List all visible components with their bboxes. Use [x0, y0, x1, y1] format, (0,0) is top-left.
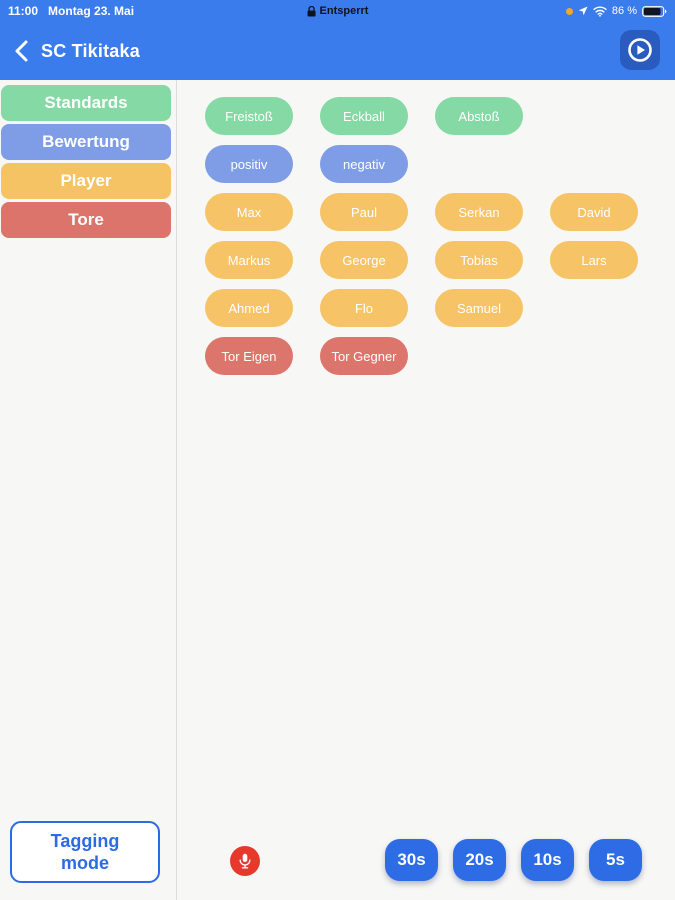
sidebar-item-standards[interactable]: Standards [1, 85, 171, 121]
back-button[interactable] [14, 40, 28, 62]
tag-row-tore: Tor Eigen Tor Gegner [205, 337, 675, 375]
status-bar: 11:00 Montag 23. Mai Entsperrt 86 % [0, 0, 675, 22]
tag-pill-george[interactable]: George [320, 241, 408, 279]
location-arrow-icon [578, 6, 588, 16]
tag-pill-tor-eigen[interactable]: Tor Eigen [205, 337, 293, 375]
date: Montag 23. Mai [48, 4, 135, 18]
tag-pill-ahmed[interactable]: Ahmed [205, 289, 293, 327]
tag-pill-tor-gegner[interactable]: Tor Gegner [320, 337, 408, 375]
tag-row-bewertung: positiv negativ [205, 145, 675, 183]
tag-pill-flo[interactable]: Flo [320, 289, 408, 327]
play-button[interactable] [620, 30, 660, 70]
sidebar-item-label: Bewertung [42, 132, 130, 151]
play-circle-icon [628, 38, 652, 62]
sidebar-divider [176, 80, 177, 900]
status-left: 11:00 Montag 23. Mai [8, 4, 134, 18]
lock-status: Entsperrt [307, 0, 369, 22]
tag-pill-lars[interactable]: Lars [550, 241, 638, 279]
sidebar-item-label: Player [60, 171, 112, 190]
tag-pill-serkan[interactable]: Serkan [435, 193, 523, 231]
tag-pill-tobias[interactable]: Tobias [435, 241, 523, 279]
tagging-mode-label: Tagging mode [50, 830, 120, 874]
timer-button-5s[interactable]: 5s [589, 839, 642, 881]
tag-pill-abstoss[interactable]: Abstoß [435, 97, 523, 135]
tag-row-player-1: Max Paul Serkan David [205, 193, 675, 231]
navigation-bar: SC Tikitaka [0, 22, 675, 80]
category-sidebar: Standards Bewertung Player Tore [1, 85, 171, 238]
tag-row-player-3: Ahmed Flo Samuel [205, 289, 675, 327]
tag-row-standards: Freistoß Eckball Abstoß [205, 97, 675, 135]
wifi-icon [593, 5, 607, 17]
tag-pill-negativ[interactable]: negativ [320, 145, 408, 183]
battery-percent-label: 86 % [611, 5, 637, 17]
tagging-mode-button[interactable]: Tagging mode [10, 821, 160, 883]
page-title: SC Tikitaka [41, 40, 140, 61]
tag-pill-area: Freistoß Eckball Abstoß positiv negativ … [177, 80, 675, 385]
microphone-icon [239, 853, 251, 869]
battery-icon [642, 5, 667, 17]
microphone-in-use-dot-icon [565, 7, 573, 15]
timer-button-group: 30s 20s 10s 5s [385, 839, 642, 881]
tag-pill-positiv[interactable]: positiv [205, 145, 293, 183]
timer-button-20s[interactable]: 20s [453, 839, 506, 881]
tag-pill-freistoss[interactable]: Freistoß [205, 97, 293, 135]
tag-pill-max[interactable]: Max [205, 193, 293, 231]
timer-button-10s[interactable]: 10s [521, 839, 574, 881]
tag-pill-markus[interactable]: Markus [205, 241, 293, 279]
lock-icon [307, 5, 316, 17]
microphone-button[interactable] [230, 846, 260, 876]
chevron-left-icon [15, 40, 28, 62]
tag-row-player-2: Markus George Tobias Lars [205, 241, 675, 279]
status-right: 86 % [565, 5, 667, 17]
tag-pill-eckball[interactable]: Eckball [320, 97, 408, 135]
lock-status-label: Entsperrt [319, 5, 369, 17]
sidebar-item-bewertung[interactable]: Bewertung [1, 124, 171, 160]
tag-pill-paul[interactable]: Paul [320, 193, 408, 231]
sidebar-item-label: Standards [44, 93, 128, 112]
tag-pill-samuel[interactable]: Samuel [435, 289, 523, 327]
clock: 11:00 [8, 4, 39, 18]
timer-button-30s[interactable]: 30s [385, 839, 438, 881]
sidebar-item-tore[interactable]: Tore [1, 202, 171, 238]
sidebar-item-player[interactable]: Player [1, 163, 171, 199]
tag-pill-david[interactable]: David [550, 193, 638, 231]
sidebar-item-label: Tore [68, 210, 104, 229]
